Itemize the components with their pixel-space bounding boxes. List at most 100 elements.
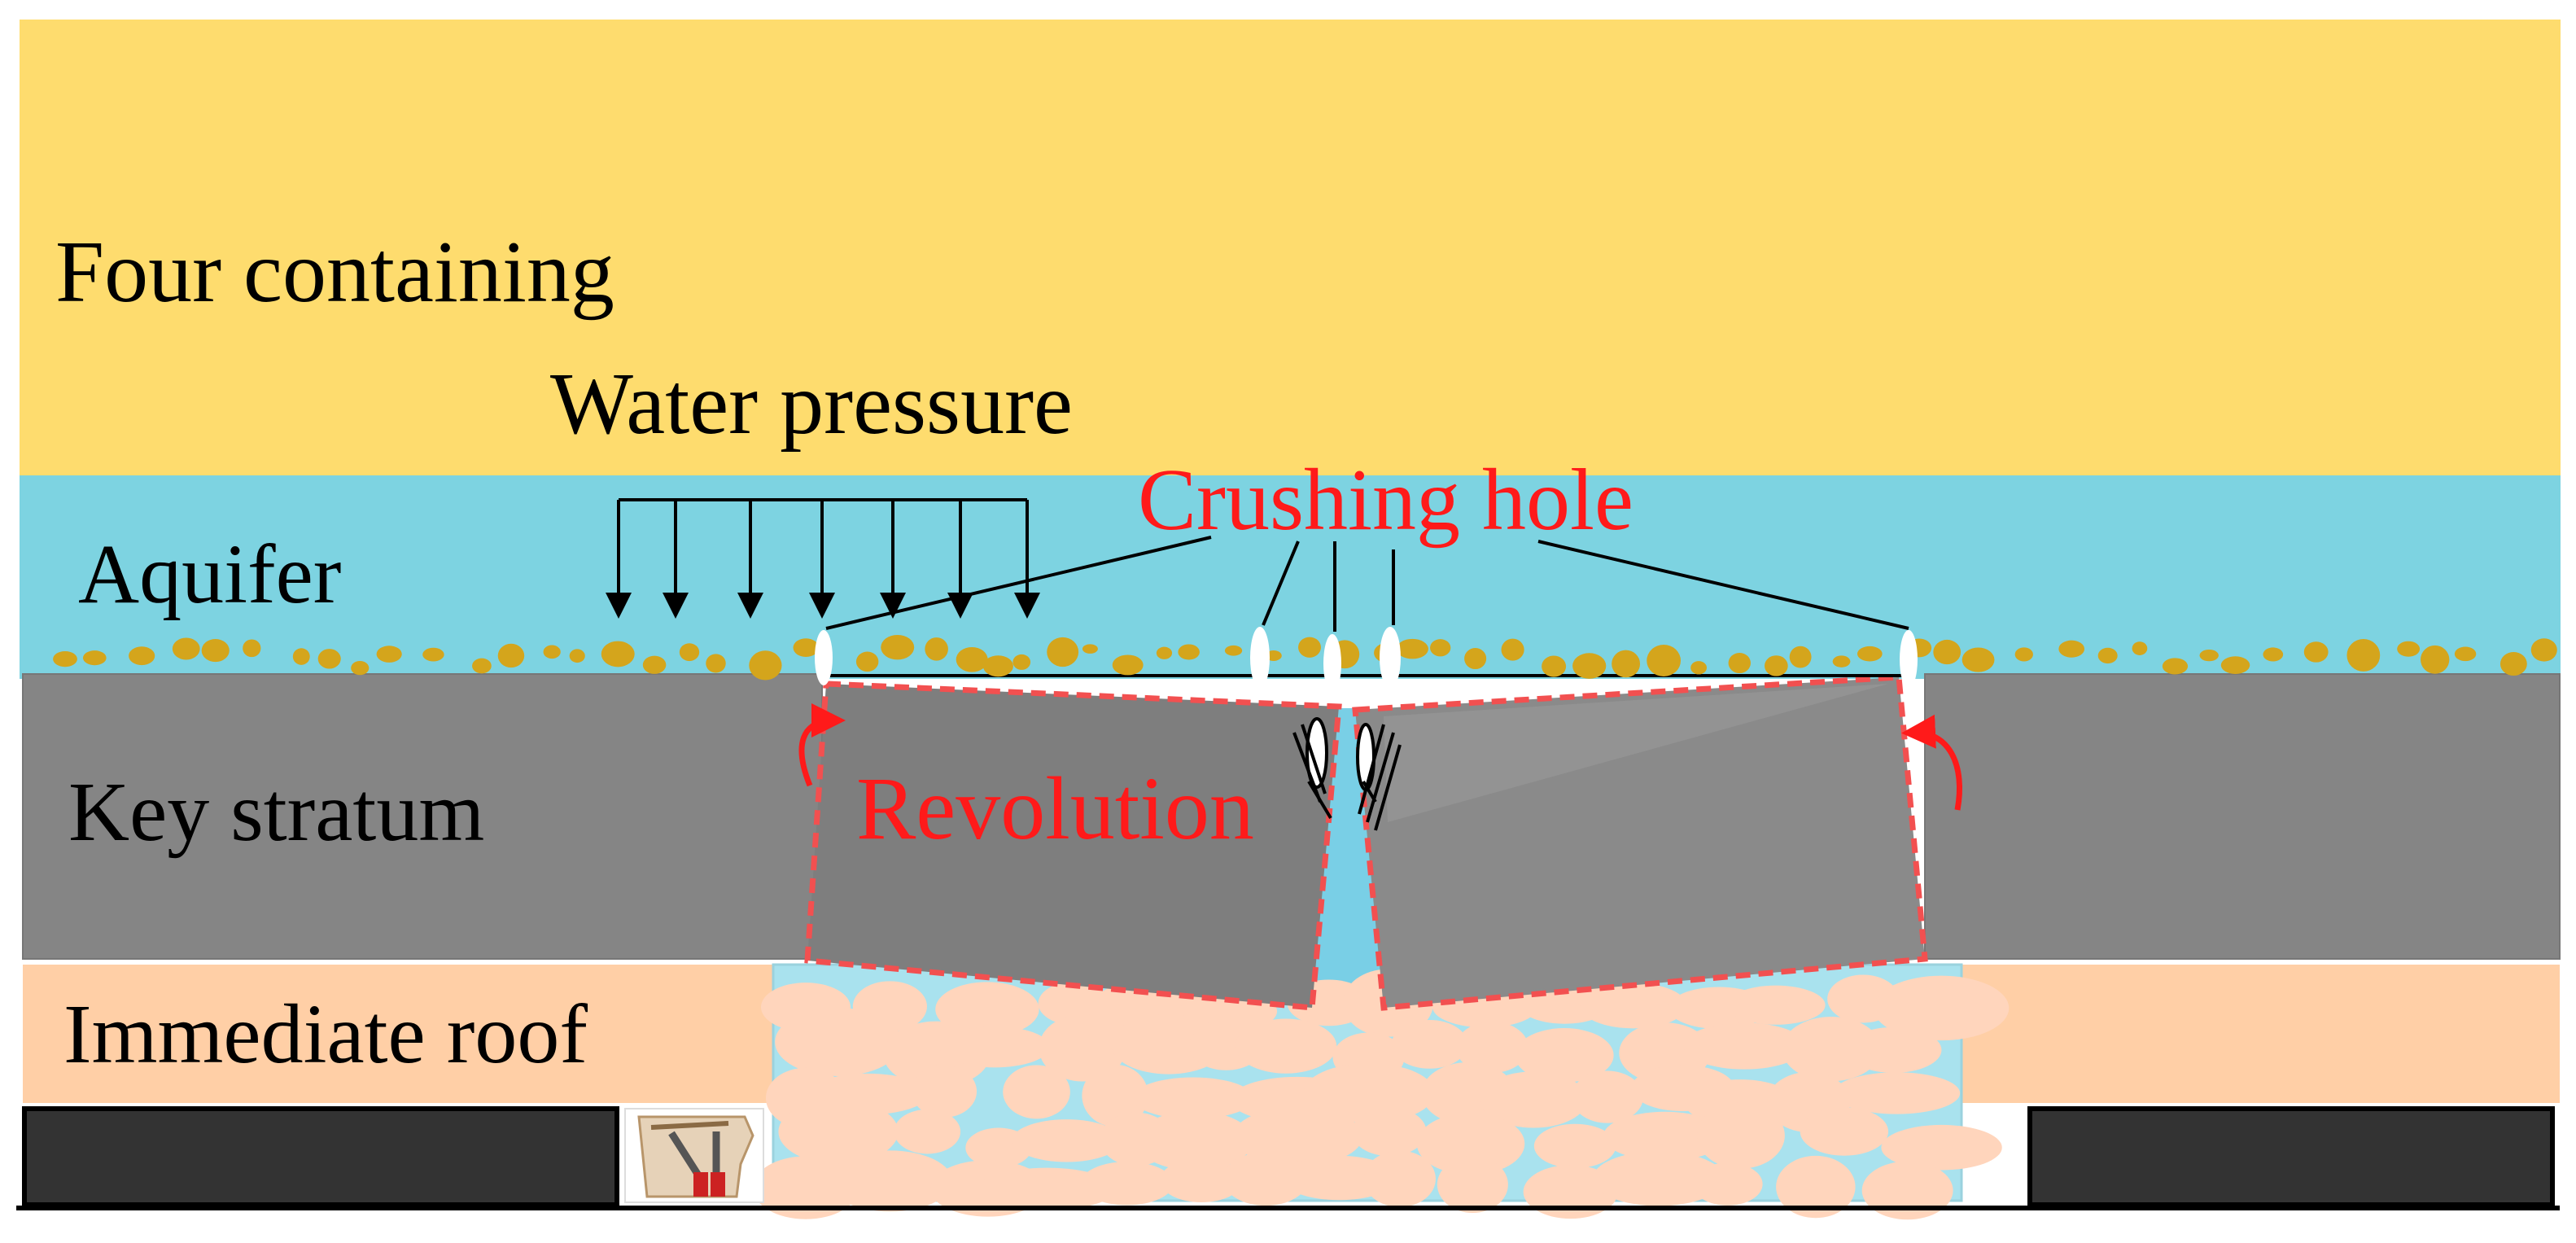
pebble xyxy=(472,658,492,674)
rubble-block xyxy=(1222,1152,1309,1206)
pebble xyxy=(2454,646,2477,662)
rubble-block xyxy=(1696,1102,1785,1169)
four-containing-label: Four containing xyxy=(55,224,614,321)
rubble-block xyxy=(1351,1107,1427,1157)
pebble xyxy=(129,646,155,666)
pebble xyxy=(1612,650,1641,678)
pebble xyxy=(956,646,988,672)
rubble-block xyxy=(1135,1110,1253,1171)
pebble xyxy=(855,651,879,672)
rubble-block xyxy=(1726,985,1826,1025)
pebble xyxy=(2058,640,2085,658)
rubble-block xyxy=(828,1150,953,1212)
rubble-block xyxy=(1683,1022,1806,1070)
crushing-hole-7 xyxy=(1356,723,1375,791)
rubble-block xyxy=(1455,1022,1529,1073)
pebble xyxy=(497,643,525,668)
pebble xyxy=(2162,658,2189,675)
pebble xyxy=(1647,645,1682,676)
rubble-block xyxy=(1692,1162,1763,1206)
pebble xyxy=(422,647,444,662)
water-pressure-label: Water pressure xyxy=(550,356,1073,453)
caved-rubble xyxy=(752,969,2010,1220)
rubble-block xyxy=(1232,1107,1363,1166)
pebble xyxy=(749,650,782,681)
rubble-block xyxy=(1363,1150,1436,1207)
coal-seam-left xyxy=(22,1106,619,1207)
rubble-block xyxy=(1571,1070,1643,1123)
rubble-block xyxy=(1235,1018,1337,1074)
four-containing-layer xyxy=(20,20,2561,475)
rubble-block xyxy=(1800,1107,1889,1156)
crushing-hole-6 xyxy=(1305,717,1328,789)
rubble-block xyxy=(1533,1123,1616,1169)
water-pressure-arrows xyxy=(606,498,1040,619)
fracture-cracks xyxy=(1292,724,1402,831)
pebble xyxy=(601,641,635,667)
crushing-hole-2 xyxy=(1250,627,1270,689)
rubble-block xyxy=(1833,1072,1961,1114)
rubble-block xyxy=(1881,1124,2002,1171)
pebble xyxy=(543,645,561,659)
pebble xyxy=(2303,641,2329,663)
rubble-block xyxy=(1845,1026,1942,1073)
pebble xyxy=(1178,644,1200,660)
key-stratum-left xyxy=(22,673,823,960)
broken-block-right-outline xyxy=(1352,674,1928,1011)
crushing-hole-leaders xyxy=(825,536,1909,632)
pebble xyxy=(317,649,341,669)
pebble xyxy=(679,643,700,662)
pebble xyxy=(2421,645,2450,674)
pebble xyxy=(793,638,819,658)
rubble-block xyxy=(912,1065,977,1118)
immediate-roof-left xyxy=(23,965,773,1103)
rubble-block xyxy=(1776,1155,1856,1219)
broken-block-left-outline xyxy=(804,681,1342,1011)
pebble xyxy=(2499,652,2527,676)
aquifer-label: Aquifer xyxy=(78,527,341,621)
immediate-roof-label: Immediate roof xyxy=(63,987,588,1081)
pebble xyxy=(2132,641,2148,655)
rubble-block xyxy=(1873,975,2010,1041)
crushing-hole-4 xyxy=(1380,627,1401,689)
pebble xyxy=(376,646,402,663)
revolution-arrows xyxy=(798,703,1963,811)
coal-seam-right xyxy=(2027,1106,2555,1207)
pebble xyxy=(706,654,726,673)
pebble xyxy=(1112,654,1144,676)
pebble xyxy=(1396,638,1428,659)
rubble-block xyxy=(1480,1071,1587,1128)
immediate-roof-right xyxy=(1962,965,2560,1103)
pebble xyxy=(243,639,261,658)
pebble xyxy=(569,649,585,663)
rubble-block xyxy=(1012,1119,1122,1162)
pebble xyxy=(642,655,667,674)
rubble-block xyxy=(1039,1014,1126,1082)
rubble-block xyxy=(977,1167,1116,1210)
aquifer-pebbles xyxy=(53,634,2557,681)
crushing-hole-label: Crushing hole xyxy=(1138,452,1634,549)
pebble xyxy=(292,648,310,665)
rubble-block xyxy=(1303,1063,1435,1123)
key-stratum-right xyxy=(1924,673,2561,960)
hydraulic-support-icon xyxy=(624,1108,764,1203)
pebble xyxy=(2263,647,2284,662)
pebble xyxy=(1962,647,1995,672)
rubble-block xyxy=(1132,1077,1254,1119)
pebble xyxy=(351,661,370,676)
rubble-block xyxy=(1861,1161,1953,1220)
crushing-holes xyxy=(815,627,1918,791)
broken-block-left xyxy=(807,684,1339,1008)
pebble xyxy=(982,655,1013,677)
crushing-hole-1 xyxy=(815,630,833,685)
pebble xyxy=(1464,648,1487,670)
pebble xyxy=(1572,653,1607,679)
pebble xyxy=(1857,646,1883,662)
pebble xyxy=(1933,639,1962,665)
revolution-label: Revolution xyxy=(856,759,1254,858)
rubble-block xyxy=(775,1008,902,1076)
pebble xyxy=(1430,639,1451,657)
rubble-block xyxy=(1592,1151,1725,1206)
crushing-hole-5 xyxy=(1900,630,1918,689)
